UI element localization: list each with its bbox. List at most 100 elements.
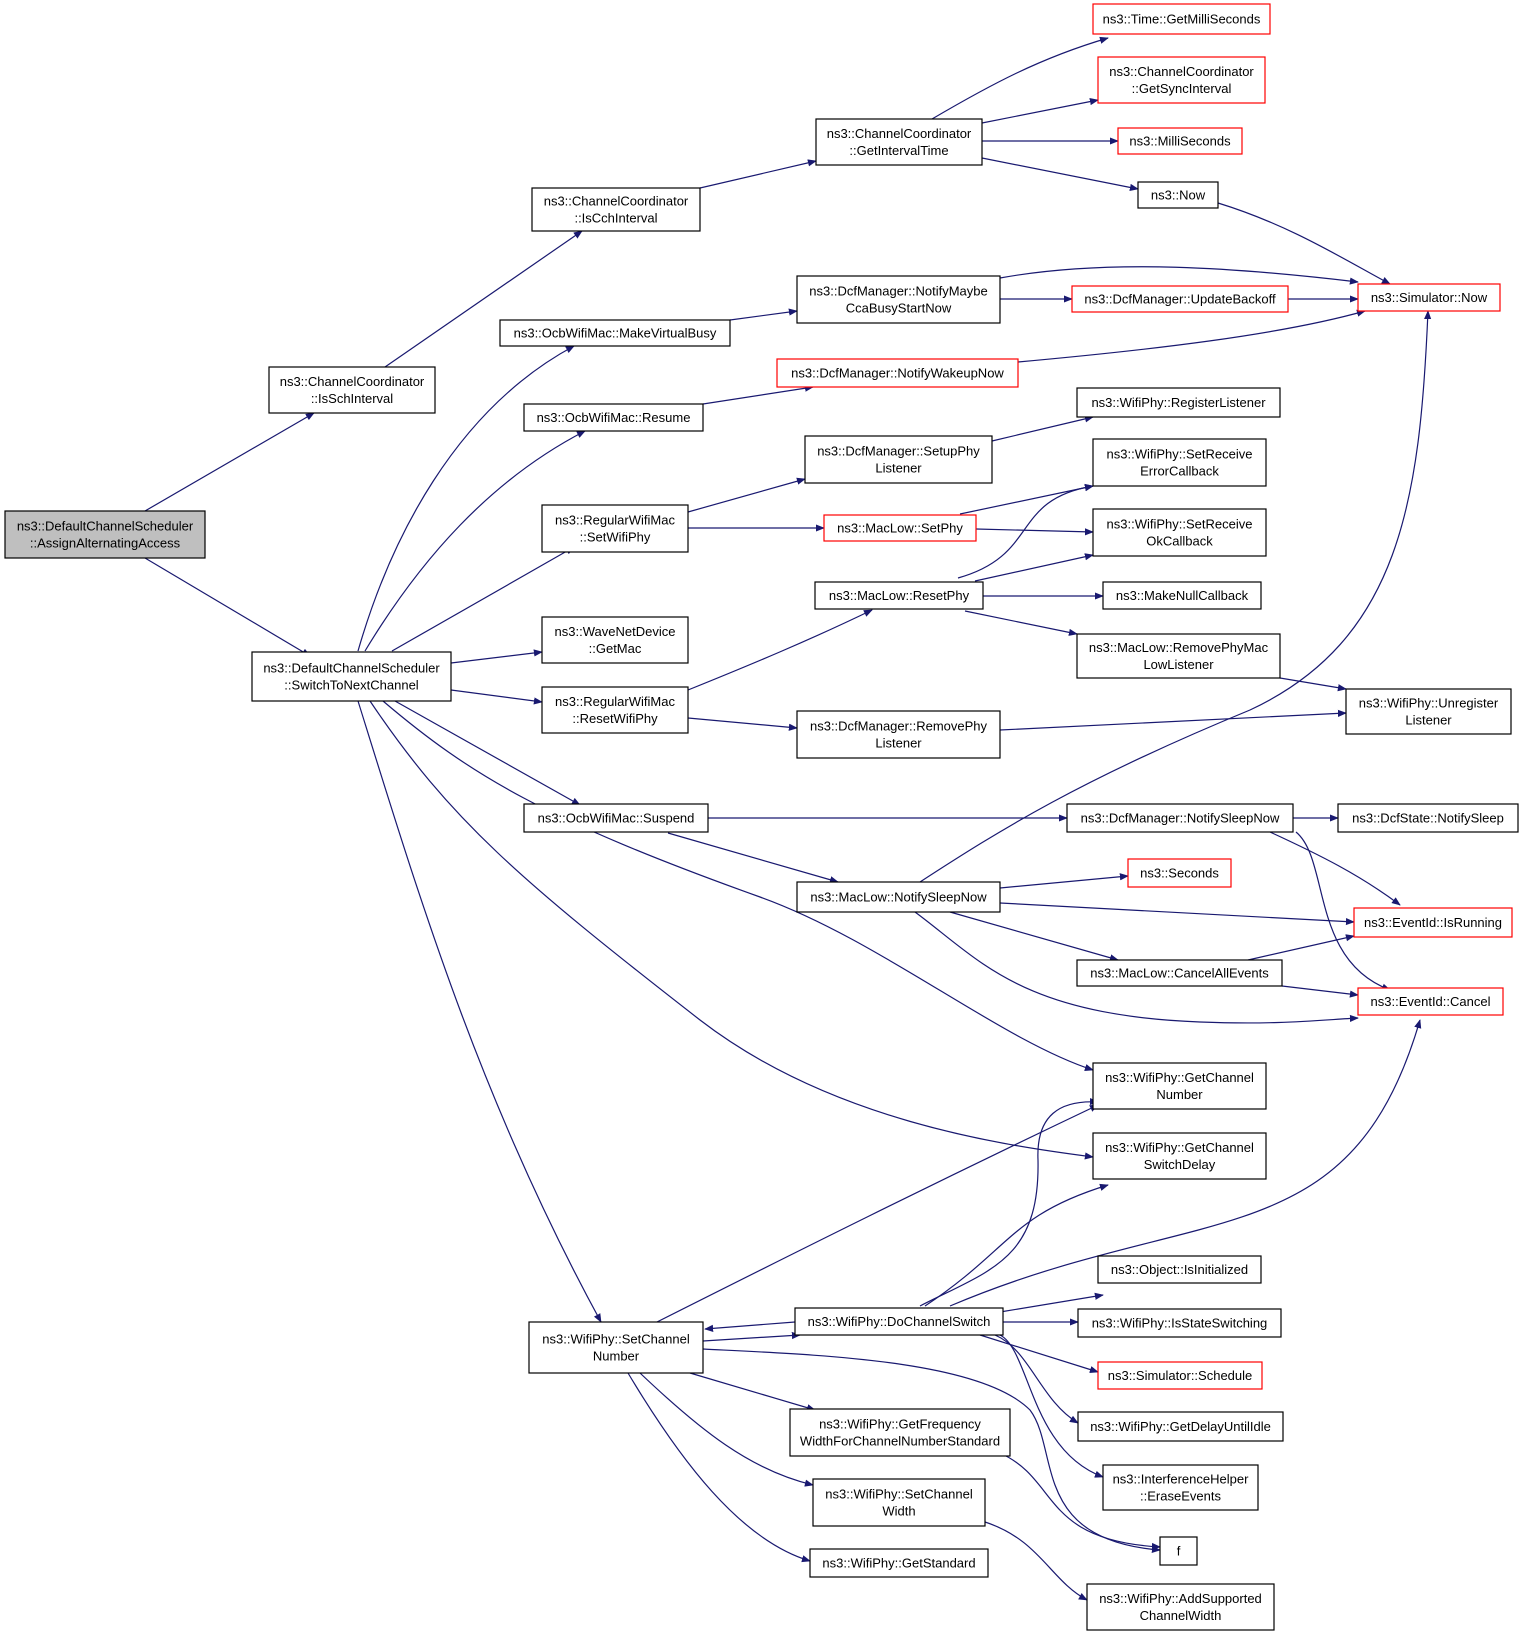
- node-label: ns3::DcfManager::NotifySleepNow: [1081, 811, 1280, 826]
- graph-node[interactable]: ns3::OcbWifiMac::Suspend: [523, 803, 709, 833]
- node-box: [1077, 1411, 1284, 1442]
- node-label: Number: [1156, 1087, 1203, 1102]
- node-box: [1117, 127, 1243, 155]
- node-box: [1092, 1062, 1267, 1110]
- edge: [1295, 831, 1391, 991]
- node-box: [1071, 285, 1289, 313]
- node-box: [541, 504, 689, 553]
- edge: [702, 1331, 801, 1342]
- graph-node[interactable]: ns3::Simulator::Now: [1357, 283, 1501, 312]
- edge: [919, 1097, 1099, 1307]
- node-label: ::GetIntervalTime: [849, 143, 948, 158]
- graph-node[interactable]: ns3::InterferenceHelper::EraseEvents: [1102, 1464, 1259, 1511]
- node-label: ns3::WifiPhy::GetStandard: [822, 1556, 975, 1571]
- node-label: ns3::ChannelCoordinator: [1109, 64, 1254, 79]
- node-label: Number: [593, 1349, 640, 1364]
- graph-node[interactable]: ns3::MilliSeconds: [1117, 127, 1243, 155]
- edge: [999, 1452, 1161, 1551]
- node-label: ns3::WifiPhy::AddSupported: [1099, 1591, 1262, 1606]
- graph-node[interactable]: ns3::DcfManager::NotifySleepNow: [1066, 803, 1294, 833]
- node-label: ns3::EventId::IsRunning: [1364, 915, 1502, 930]
- graph-node[interactable]: ns3::WifiPhy::GetDelayUntilIdle: [1077, 1411, 1284, 1442]
- graph-node[interactable]: ns3::WifiPhy::IsStateSwitching: [1077, 1308, 1282, 1338]
- graph-node[interactable]: ns3::WifiPhy::GetFrequencyWidthForChanne…: [789, 1408, 1011, 1457]
- node-label: ns3::DefaultChannelScheduler: [263, 661, 440, 676]
- edge: [391, 546, 575, 652]
- node-box: [1357, 283, 1501, 312]
- node-label: ns3::WaveNetDevice: [555, 624, 676, 639]
- node-label: LowListener: [1143, 657, 1214, 672]
- graph-node[interactable]: ns3::EventId::Cancel: [1357, 987, 1504, 1016]
- edge: [687, 477, 806, 513]
- graph-node[interactable]: ns3::Time::GetMilliSeconds: [1092, 3, 1271, 35]
- node-box: [541, 686, 689, 734]
- graph-node[interactable]: ns3::DefaultChannelScheduler::SwitchToNe…: [251, 651, 452, 702]
- graph-node[interactable]: ns3::WaveNetDevice::GetMac: [541, 616, 689, 664]
- graph-node[interactable]: ns3::MacLow::SetPhy: [823, 514, 977, 542]
- node-label: ns3::DcfManager::SetupPhy: [817, 444, 980, 459]
- node-label: ns3::MacLow::NotifySleepNow: [810, 890, 987, 905]
- graph-node[interactable]: ns3::DcfManager::UpdateBackoff: [1071, 285, 1289, 313]
- node-label: ::ResetWifiPhy: [572, 711, 658, 726]
- graph-node[interactable]: ns3::WifiPhy::RegisterListener: [1076, 387, 1281, 418]
- graph-node[interactable]: ns3::DefaultChannelScheduler::AssignAlte…: [4, 510, 206, 559]
- graph-node[interactable]: ns3::DcfManager::NotifyWakeupNow: [776, 358, 1019, 388]
- graph-node[interactable]: ns3::RegularWifiMac::ResetWifiPhy: [541, 686, 689, 734]
- graph-node[interactable]: f: [1159, 1536, 1198, 1566]
- edge: [991, 415, 1094, 442]
- edge: [1269, 831, 1401, 906]
- graph-node[interactable]: ns3::MacLow::CancelAllEvents: [1076, 959, 1283, 987]
- graph-node[interactable]: ns3::OcbWifiMac::Resume: [523, 403, 704, 432]
- graph-node[interactable]: ns3::Now: [1137, 181, 1219, 209]
- graph-node[interactable]: ns3::OcbWifiMac::MakeVirtualBusy: [499, 319, 731, 347]
- edge: [984, 1521, 1088, 1601]
- node-label: ns3::MilliSeconds: [1129, 134, 1231, 149]
- graph-node[interactable]: ns3::Object::IsInitialized: [1097, 1255, 1262, 1284]
- node-label: ns3::DcfManager::NotifyWakeupNow: [791, 366, 1004, 381]
- graph-node[interactable]: ns3::ChannelCoordinator::GetSyncInterval: [1097, 56, 1266, 104]
- graph-node[interactable]: ns3::MacLow::ResetPhy: [814, 581, 984, 610]
- graph-node[interactable]: ns3::ChannelCoordinator::GetIntervalTime: [815, 118, 983, 166]
- node-label: ns3::WifiPhy::SetChannel: [542, 1332, 690, 1347]
- graph-node[interactable]: ns3::ChannelCoordinator::IsCchInterval: [531, 187, 701, 232]
- edge: [450, 689, 543, 705]
- node-label: ns3::DcfState::NotifySleep: [1352, 811, 1504, 826]
- graph-node[interactable]: ns3::WifiPhy::DoChannelSwitch: [794, 1307, 1004, 1336]
- edge: [369, 700, 1094, 1160]
- node-label: OkCallback: [1146, 534, 1213, 549]
- node-box: [1092, 1132, 1267, 1180]
- node-label: ns3::RegularWifiMac: [555, 694, 675, 709]
- graph-node[interactable]: ns3::EventId::IsRunning: [1353, 907, 1513, 938]
- graph-node[interactable]: ns3::ChannelCoordinator::IsSchInterval: [268, 366, 436, 414]
- edges-layer: [144, 36, 1432, 1601]
- graph-node[interactable]: ns3::WifiPhy::GetStandard: [809, 1548, 989, 1578]
- node-box: [1137, 181, 1219, 209]
- node-box: [1337, 803, 1519, 833]
- edge: [654, 1104, 1099, 1324]
- graph-node[interactable]: ns3::DcfState::NotifySleep: [1337, 803, 1519, 833]
- graph-node[interactable]: ns3::Seconds: [1127, 858, 1232, 888]
- graph-node[interactable]: ns3::Simulator::Schedule: [1097, 1361, 1263, 1390]
- graph-node[interactable]: ns3::MakeNullCallback: [1102, 581, 1262, 610]
- graph-node[interactable]: ns3::DcfManager::NotifyMaybeCcaBusyStart…: [796, 275, 1001, 324]
- graph-node[interactable]: ns3::RegularWifiMac::SetWifiPhy: [541, 504, 689, 553]
- node-box: [1097, 1361, 1263, 1390]
- edge: [981, 157, 1139, 191]
- edge: [959, 484, 1094, 515]
- node-label: ns3::WifiPhy::GetChannel: [1105, 1140, 1254, 1155]
- edge: [994, 1334, 1079, 1424]
- edge: [382, 700, 1094, 1071]
- node-label: ns3::ChannelCoordinator: [544, 194, 689, 209]
- graph-node[interactable]: ns3::MacLow::NotifySleepNow: [796, 881, 1001, 913]
